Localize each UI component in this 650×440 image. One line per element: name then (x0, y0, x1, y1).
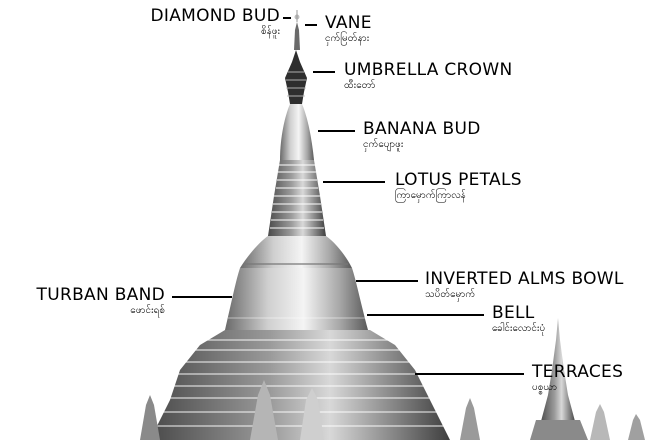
label-umbrella-crown-en: UMBRELLA CROWN (344, 62, 512, 79)
vane-shape (294, 22, 300, 50)
label-terraces: TERRACES ပစ္စယာ (532, 364, 623, 393)
leader-line-lotus-petals (323, 181, 385, 183)
label-lotus-petals-en: LOTUS PETALS (395, 172, 522, 189)
label-banana-bud: BANANA BUD ငှက်ပျောဖူး (363, 121, 481, 150)
leader-line-inverted-alms-bowl (356, 280, 418, 282)
label-inverted-alms-bowl-en: INVERTED ALMS BOWL (425, 271, 624, 288)
banana-bud-shape (280, 104, 314, 160)
label-umbrella-crown-my: ထီးတော် (344, 81, 512, 91)
leader-line-diamond-bud (283, 17, 291, 19)
leader-line-vane (305, 24, 317, 26)
label-inverted-alms-bowl: INVERTED ALMS BOWL သပိတ်မှောက် (425, 271, 624, 300)
label-inverted-alms-bowl-my: သပိတ်မှောက် (425, 290, 624, 300)
label-bell-en: BELL (492, 305, 545, 322)
umbrella-crown-shape (285, 50, 307, 104)
label-bell: BELL ခေါင်းလောင်းပုံ (492, 305, 545, 334)
label-banana-bud-en: BANANA BUD (363, 121, 481, 138)
leader-line-bell (367, 314, 484, 316)
leader-line-umbrella-crown (313, 71, 335, 73)
rings-shape (268, 160, 326, 236)
diamond-bud-shape (295, 10, 300, 22)
label-terraces-en: TERRACES (532, 364, 623, 381)
label-lotus-petals-my: ကြာမှောက်ကြာလန် (395, 191, 522, 201)
label-vane: VANE ငှက်မြတ်နား (325, 15, 372, 44)
label-terraces-my: ပစ္စယာ (532, 383, 623, 393)
label-turban-band-my: ဖောင်းရစ် (37, 306, 165, 316)
leader-line-banana-bud (318, 130, 355, 132)
bell-shape (225, 268, 368, 330)
label-umbrella-crown: UMBRELLA CROWN ထီးတော် (344, 62, 512, 91)
label-diamond-bud: DIAMOND BUD စိန်ဖူး (151, 8, 281, 37)
label-lotus-petals: LOTUS PETALS ကြာမှောက်ကြာလန် (395, 172, 522, 201)
label-diamond-bud-my: စိန်ဖူး (151, 27, 281, 37)
leader-line-turban-band (172, 296, 232, 298)
label-vane-my: ငှက်မြတ်နား (325, 34, 372, 44)
label-diamond-bud-en: DIAMOND BUD (151, 8, 281, 25)
alms-bowl-shape (240, 236, 352, 268)
terraces-shape (140, 330, 480, 440)
label-bell-my: ခေါင်းလောင်းပုံ (492, 324, 545, 334)
label-vane-en: VANE (325, 15, 372, 32)
label-banana-bud-my: ငှက်ပျောဖူး (363, 140, 481, 150)
label-turban-band-en: TURBAN BAND (37, 287, 165, 304)
leader-line-terraces (415, 373, 524, 375)
label-turban-band: TURBAN BAND ဖောင်းရစ် (37, 287, 165, 316)
